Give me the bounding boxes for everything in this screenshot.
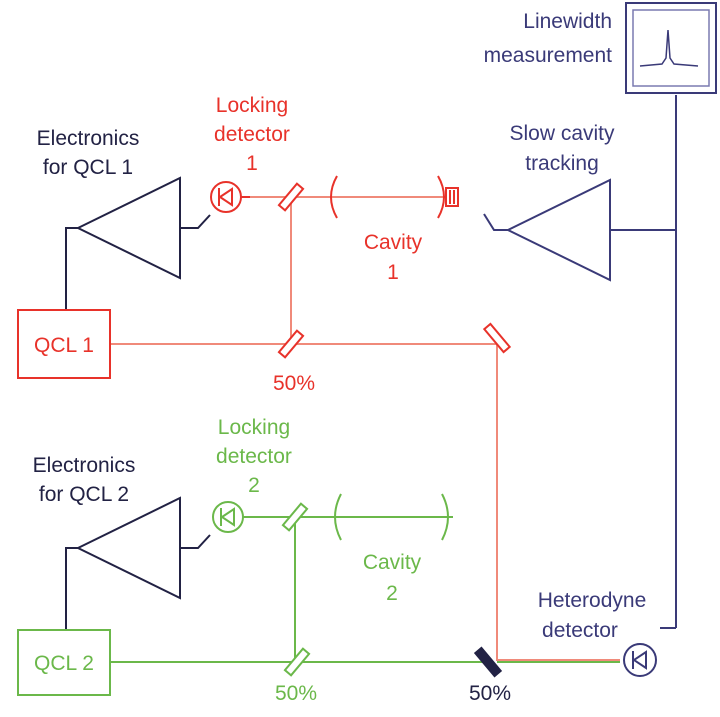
linewidth-label-1: Linewidth [523, 10, 612, 33]
control-wiring [483, 95, 677, 629]
split2-label: 50% [275, 682, 317, 705]
splitter-green-lock [281, 502, 309, 532]
cavity-1-mirrors [330, 175, 459, 219]
locking1-label-1: Locking [216, 94, 288, 117]
electronics2-label-2: for QCL 2 [39, 483, 129, 506]
locking-detector-1 [210, 181, 250, 213]
heterodyne-label-1: Heterodyne [538, 589, 647, 612]
electronics-qcl1 [65, 176, 211, 310]
qcl1-box [17, 309, 111, 379]
heterodyne-detector [623, 643, 657, 677]
locking2-label-1: Locking [218, 416, 290, 439]
cavity2-label-1: Cavity [363, 551, 422, 574]
slow-tracking-label-2: tracking [525, 152, 599, 175]
piezo-actuator [445, 187, 459, 207]
piezo-drive-line [483, 213, 508, 231]
slow-tracking-label-1: Slow cavity [509, 122, 615, 145]
electronics1-label-1: Electronics [37, 127, 140, 150]
locking2-label-3: 2 [248, 474, 260, 497]
cavity2-label-2: 2 [386, 582, 398, 605]
splitter-red-lock [277, 182, 305, 212]
mirror-red-fold [482, 322, 512, 354]
splitter-50-combiner [473, 646, 503, 678]
locking2-label-2: detector [216, 445, 292, 468]
slow-tracking-amplifier [505, 178, 611, 282]
split1-label: 50% [273, 372, 315, 395]
locking1-label-2: detector [214, 123, 290, 146]
electronics-qcl2 [65, 496, 211, 630]
qcl2-box [17, 629, 111, 696]
locking-detector-2 [212, 501, 252, 533]
linewidth-label-2: measurement [484, 44, 613, 67]
linewidth-scope [625, 2, 717, 94]
cavity1-label-1: Cavity [364, 231, 423, 254]
splitter-50-green [283, 647, 311, 677]
lorentzian-trace [639, 29, 699, 67]
split3-label: 50% [469, 682, 511, 705]
locking1-label-3: 1 [246, 152, 258, 175]
splitter-50-red [277, 329, 305, 359]
cavity-2-mirrors [334, 493, 449, 541]
qcl1-label: QCL 1 [34, 334, 94, 357]
qcl2-label: QCL 2 [34, 652, 94, 675]
red-beam-path [110, 196, 620, 661]
electronics1-label-2: for QCL 1 [43, 156, 133, 179]
electronics2-label-1: Electronics [33, 454, 136, 477]
cavity1-label-2: 1 [387, 261, 399, 284]
heterodyne-label-2: detector [542, 619, 618, 642]
